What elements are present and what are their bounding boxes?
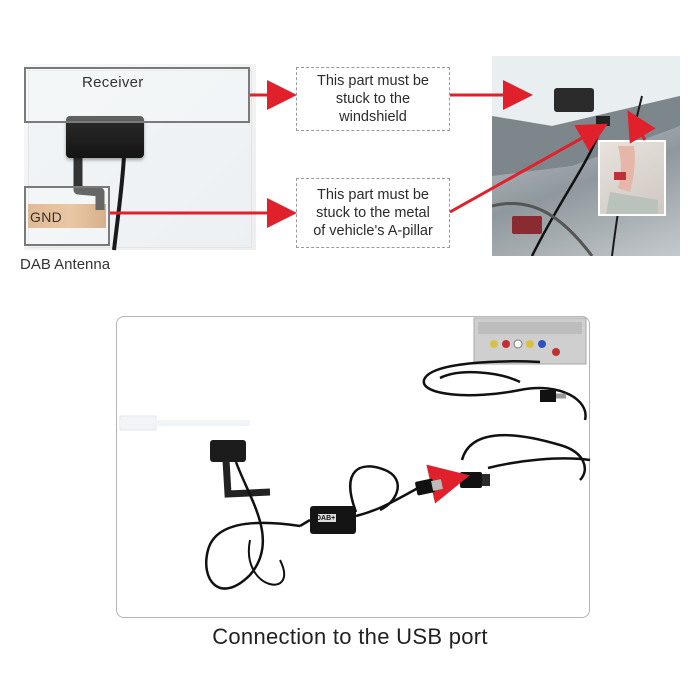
receiver-label: Receiver [82, 74, 144, 91]
usb-plug-icon [540, 390, 556, 402]
top-arrows [110, 80, 656, 228]
usb-female-connector [460, 472, 490, 488]
gnd-callout [24, 186, 110, 246]
receiver-callout [24, 67, 250, 123]
copper-ground-pad [28, 204, 106, 228]
connection-diagram-frame [116, 316, 590, 618]
windshield-note-line-3: windshield [339, 109, 407, 125]
apillar-note: This part must be stuck to the metal of … [296, 178, 450, 248]
arrow-usb-connect [426, 464, 470, 504]
windshield-note: This part must be stuck to the windshiel… [296, 67, 450, 131]
windshield-note-line-2: stuck to the [335, 91, 411, 107]
inset-hand-photo [598, 140, 666, 216]
windshield-note-line-1: This part must be [316, 73, 429, 89]
apillar-note-line-2: stuck to the metal [316, 205, 430, 221]
dab-module [310, 506, 356, 534]
arrow-inset-pointer [627, 110, 656, 144]
dab-antenna-caption: DAB Antenna [20, 256, 111, 273]
connection-caption: Connection to the USB port [212, 624, 488, 649]
inset-hand-art [606, 146, 658, 214]
usb-male-connector [415, 478, 443, 496]
dab-module-label: DAB+ [316, 515, 336, 522]
head-unit [473, 317, 587, 365]
apillar-note-line-1: This part must be [316, 187, 429, 203]
apillar-note-line-3: of vehicle's A-pillar [313, 223, 433, 239]
arrow-note-to-apillar [449, 123, 608, 214]
antenna-receiver-module [66, 116, 144, 158]
gnd-label: GND [30, 209, 63, 225]
